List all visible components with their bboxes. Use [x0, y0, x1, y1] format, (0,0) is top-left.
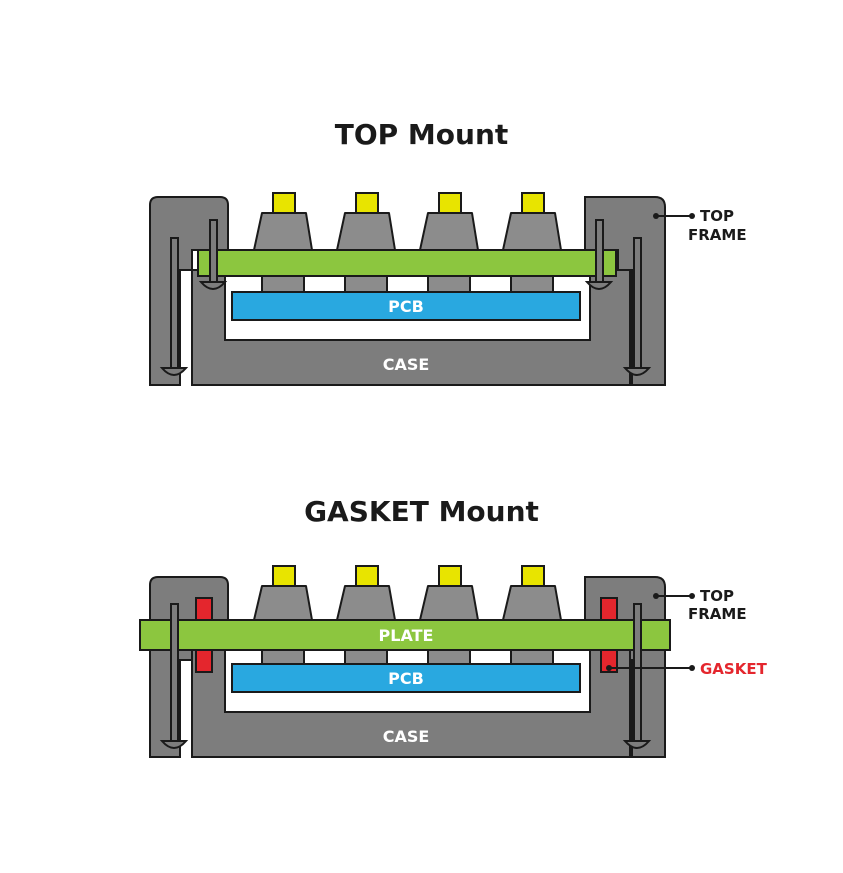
keycap	[502, 565, 562, 621]
gasket-plate	[139, 619, 671, 651]
top-plate	[197, 249, 617, 277]
gasket-pcb	[231, 663, 581, 693]
gasket-frame-leader-end	[689, 593, 695, 599]
gasket-case-label: CASE	[383, 727, 430, 746]
top-frame-label-line1: TOP	[700, 207, 734, 225]
top-frame-label-line2: FRAME	[688, 226, 747, 244]
gasket-keycaps	[253, 565, 562, 621]
gasket-label: GASKET	[700, 660, 768, 678]
keycap	[336, 565, 396, 621]
top-pcb	[231, 291, 581, 321]
top-frame-leader-end	[689, 213, 695, 219]
gasket-frame-label-line1: TOP	[700, 587, 734, 605]
top-frame-left	[149, 196, 229, 386]
gasket-leader-end	[689, 665, 695, 671]
top-switch-housings	[261, 275, 554, 293]
gasket-pcb-label: PCB	[388, 669, 424, 688]
top-pcb-label: PCB	[388, 297, 424, 316]
keycap	[502, 192, 562, 251]
keycap	[253, 565, 313, 621]
gasket-screws	[159, 603, 652, 749]
top-mount-title: TOP Mount	[334, 118, 509, 151]
top-case-label: CASE	[383, 355, 430, 374]
gasket-switch-housings	[261, 649, 554, 665]
gasket-frame-label-line2: FRAME	[688, 605, 747, 623]
gasket-plate-label: PLATE	[379, 626, 434, 645]
keycap	[419, 192, 479, 251]
gasket-mount-title: GASKET Mount	[304, 495, 539, 528]
keycap	[419, 565, 479, 621]
gasket-frame-right	[584, 576, 666, 621]
keycap	[336, 192, 396, 251]
top-screws	[159, 219, 652, 376]
gasket-pads	[195, 597, 618, 673]
